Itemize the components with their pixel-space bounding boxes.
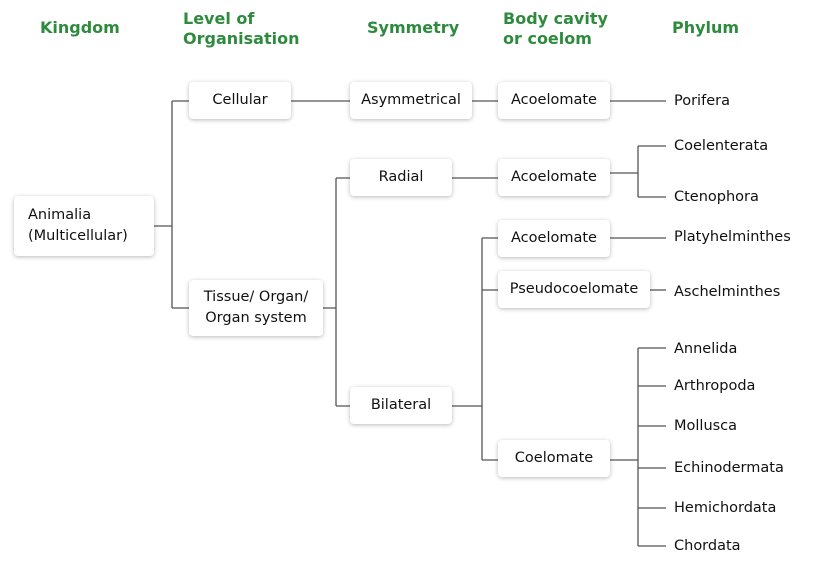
header-symmetry: Symmetry: [367, 18, 460, 37]
phylum-echinodermata: Echinodermata: [674, 460, 784, 476]
node-tissue-organ-system: Tissue/ Organ/ Organ system: [189, 280, 323, 336]
phylum-platyhelminthes: Platyhelminthes: [674, 229, 791, 245]
node-animalia: Animalia (Multicellular): [14, 196, 154, 256]
header-body-cavity: Body cavity or coelom: [503, 9, 608, 48]
node-bilateral: Bilateral: [350, 387, 452, 424]
node-asymmetrical: Asymmetrical: [350, 82, 472, 119]
phylum-hemichordata: Hemichordata: [674, 500, 777, 516]
phylum-chordata: Chordata: [674, 538, 741, 554]
phylum-annelida: Annelida: [674, 341, 738, 357]
node-acoelomate-radial: Acoelomate: [498, 159, 610, 196]
node-radial: Radial: [350, 159, 452, 196]
phylum-porifera: Porifera: [674, 93, 730, 109]
phylum-coelenterata: Coelenterata: [674, 138, 769, 154]
header-kingdom: Kingdom: [40, 18, 120, 37]
phylum-aschelminthes: Aschelminthes: [674, 284, 781, 300]
phylum-mollusca: Mollusca: [674, 418, 738, 434]
header-phylum: Phylum: [672, 18, 740, 37]
node-acoelomate-bilateral: Acoelomate: [498, 220, 610, 257]
node-coelomate: Coelomate: [498, 440, 610, 477]
node-pseudocoelomate: Pseudocoelomate: [498, 271, 650, 308]
phylum-arthropoda: Arthropoda: [674, 378, 756, 394]
header-level-of-organisation: Level of Organisation: [183, 9, 300, 48]
node-acoelomate-porifera: Acoelomate: [498, 82, 610, 119]
node-cellular: Cellular: [189, 82, 291, 119]
phylum-ctenophora: Ctenophora: [674, 189, 759, 205]
